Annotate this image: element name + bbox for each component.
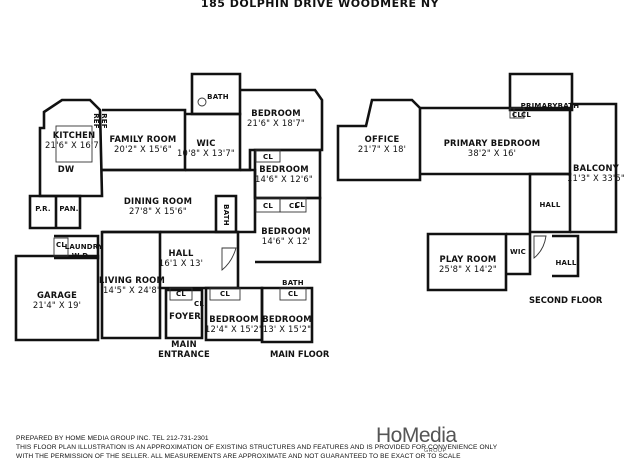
hall-2-wall [528,172,572,234]
closet-box [169,287,193,301]
foyer-label: FOYER [169,311,201,321]
closet-label: CL [289,202,299,210]
plan-title: 185 DOLPHIN DRIVE WOODMERE NY [200,0,440,10]
closet-label: CL [288,290,298,298]
closet-label: CL [220,290,230,298]
pan-label: PAN. [59,205,79,213]
wic-2-wall [506,232,532,276]
hall-3-label: HALL [555,259,577,267]
footer-line-3: WITH THE PERMISSION OF THE SELLER. ALL M… [16,453,461,460]
fixture [197,97,207,107]
footer-line-2: THIS FLOOR PLAN ILLUSTRATION IS AN APPRO… [16,444,498,451]
closet-box [209,287,241,301]
counter [55,125,93,163]
bath-mid-label: BATH [222,204,230,226]
closet-label: CL [176,290,186,298]
main-floor-label: MAIN FLOOR [270,349,330,359]
stair [533,235,547,259]
closet-box [255,149,281,163]
closet-label: CL [194,300,204,308]
bedroom-1-wall [240,88,324,172]
closet-label: CL [295,201,305,209]
stair [221,247,237,271]
logo-text: HoMedia [376,424,457,447]
closet-label: CL [263,202,273,210]
play-room-wall [426,232,508,292]
second-floor-label: SECOND FLOOR [529,295,603,305]
closet-label: CL [512,111,522,119]
closet-box [279,197,307,213]
footer-line-1: PREPARED BY HOME MEDIA GROUP INC. TEL 21… [16,435,209,442]
closet-label: CL [263,153,273,161]
logo-sub: GROUP [424,448,447,454]
living-wall [100,230,162,340]
laundry-wall [54,234,100,260]
dw-label: DW [57,164,75,174]
wd-label: W D [71,252,89,260]
hall-3-wall [552,234,580,278]
garage-wall [14,254,100,342]
ref-label-2: REF [100,113,108,129]
primary-bath-label: PRIMARYBATH [520,102,580,110]
closet-label: CL [521,111,531,119]
pr-label: P.R. [35,205,51,213]
homedia-logo: HoMedia GROUP [376,424,457,458]
bath-top-label: BATH [207,93,229,101]
kitchen-wall [38,98,104,198]
office-wall [336,98,422,182]
primary-bath-wall [508,72,574,112]
hall-wall [160,230,240,290]
bath-bottom-label: BATH [282,279,304,287]
closet-box [279,287,307,301]
pr-pan-wall [28,194,82,230]
hall-2-label: HALL [539,201,561,209]
laundry-label: LAUNDRY [64,243,104,251]
closet-label: CL [56,241,66,249]
closet-box [513,107,525,119]
foyer-wall [164,288,204,340]
closet-box [53,237,69,257]
balcony-wall [570,102,618,234]
wic-2-label: WIC [509,248,527,256]
primary-bedroom-wall [420,106,572,176]
